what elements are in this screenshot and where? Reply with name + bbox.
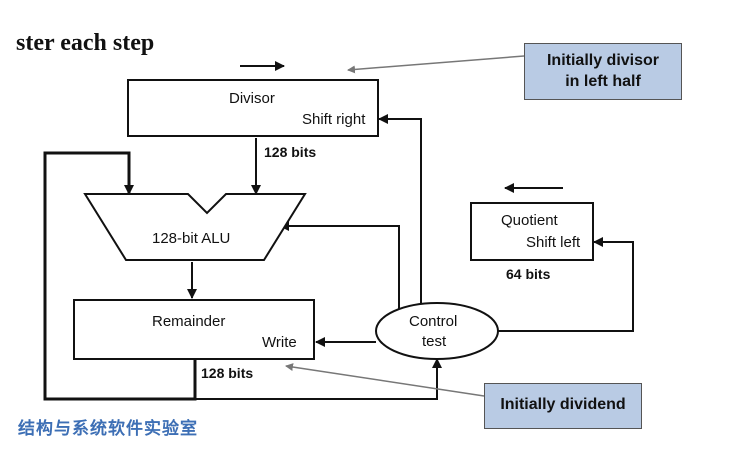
divisor-register — [127, 79, 379, 137]
remainder-to-control-wire — [195, 358, 442, 400]
quotient-bits-label: 64 bits — [506, 266, 551, 282]
control-to-alu-wire — [279, 221, 400, 310]
remainder-label: Remainder — [152, 313, 226, 330]
dividend-callout: Initially dividend — [484, 383, 642, 429]
divisor-label: Divisor — [229, 90, 275, 107]
remainder-register — [73, 299, 315, 360]
dividend-callout-text: Initially dividend — [500, 396, 626, 413]
alu-label: 128-bit ALU — [152, 230, 231, 247]
remainder-write-label: Write — [262, 334, 297, 351]
control-label: Control — [409, 313, 458, 330]
quotient-label: Quotient — [501, 212, 558, 229]
remainder-feedback-wire — [43, 151, 197, 401]
dividend-callout-pointer — [285, 363, 485, 397]
divisor-callout-pointer — [347, 55, 525, 74]
test-label: test — [422, 333, 447, 350]
remainder-bits-label: 128 bits — [201, 365, 254, 381]
alu-shape — [83, 193, 307, 261]
quotient-shift-left-label: Shift left — [526, 234, 581, 251]
divisor-callout-line1: Initially divisor — [546, 52, 660, 69]
slide-footer: 结构与系统软件实验室 — [18, 419, 198, 439]
divisor-bits-label: 128 bits — [264, 144, 317, 160]
quotient-register — [470, 202, 594, 261]
control-to-divisor-wire — [378, 114, 422, 307]
divisor-callout-line2: in left half — [565, 73, 641, 90]
control-test-ellipse — [375, 302, 499, 360]
divisor-shift-right-label: Shift right — [302, 111, 366, 128]
slide-title: ster each step — [16, 30, 155, 56]
divisor-callout: Initially divisor in left half — [524, 43, 682, 100]
control-to-quotient-wire — [498, 237, 634, 332]
